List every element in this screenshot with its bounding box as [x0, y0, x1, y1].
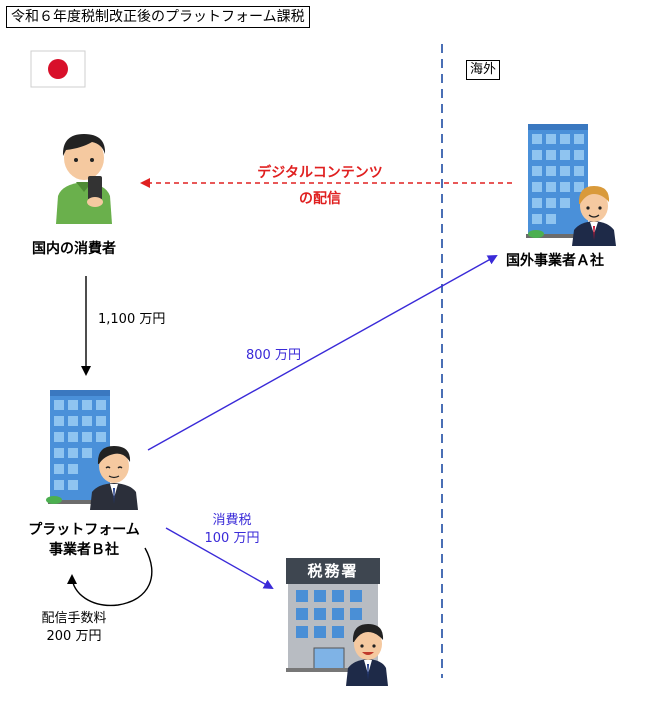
platform-label-line2: 事業者Ｂ社 [49, 542, 119, 558]
consumer-payment-label: 1,100 万円 [98, 312, 166, 327]
foreign-building-icon [526, 124, 616, 246]
consumer-label: 国内の消費者 [32, 241, 116, 257]
consumption-tax-arrow [165, 527, 274, 589]
fee-label: 配信手数料 200 万円 [26, 610, 122, 646]
consumer-icon [56, 134, 112, 224]
platform-building-icon [46, 390, 138, 510]
platform-label: プラットフォーム 事業者Ｂ社 [14, 520, 154, 560]
payment-to-foreign-label: 800 万円 [246, 348, 301, 363]
consumption-tax-line1: 消費税 [212, 513, 252, 528]
tax-office-icon: 税務署 [286, 556, 390, 686]
payment-to-foreign-arrow [147, 255, 498, 451]
page-title: 令和６年度税制改正後のプラットフォーム課税 [6, 6, 310, 28]
tax-office-sign: 税務署 [307, 562, 359, 580]
fee-loop-arrow [67, 547, 153, 607]
digital-content-label: デジタルコンテンツ の配信 [232, 162, 408, 208]
fee-line1: 配信手数料 [41, 611, 107, 626]
overseas-label: 海外 [466, 60, 501, 80]
foreign-company-label: 国外事業者Ａ社 [506, 253, 604, 269]
japan-flag-icon [30, 50, 86, 88]
digital-content-line1: デジタルコンテンツ [257, 165, 383, 181]
platform-label-line1: プラットフォーム [28, 522, 140, 538]
tax-office-building [286, 558, 388, 686]
consumption-tax-line2: 100 万円 [204, 531, 260, 546]
fee-line2: 200 万円 [46, 629, 102, 644]
digital-content-line2: の配信 [299, 191, 341, 207]
consumption-tax-label: 消費税 100 万円 [192, 512, 272, 548]
